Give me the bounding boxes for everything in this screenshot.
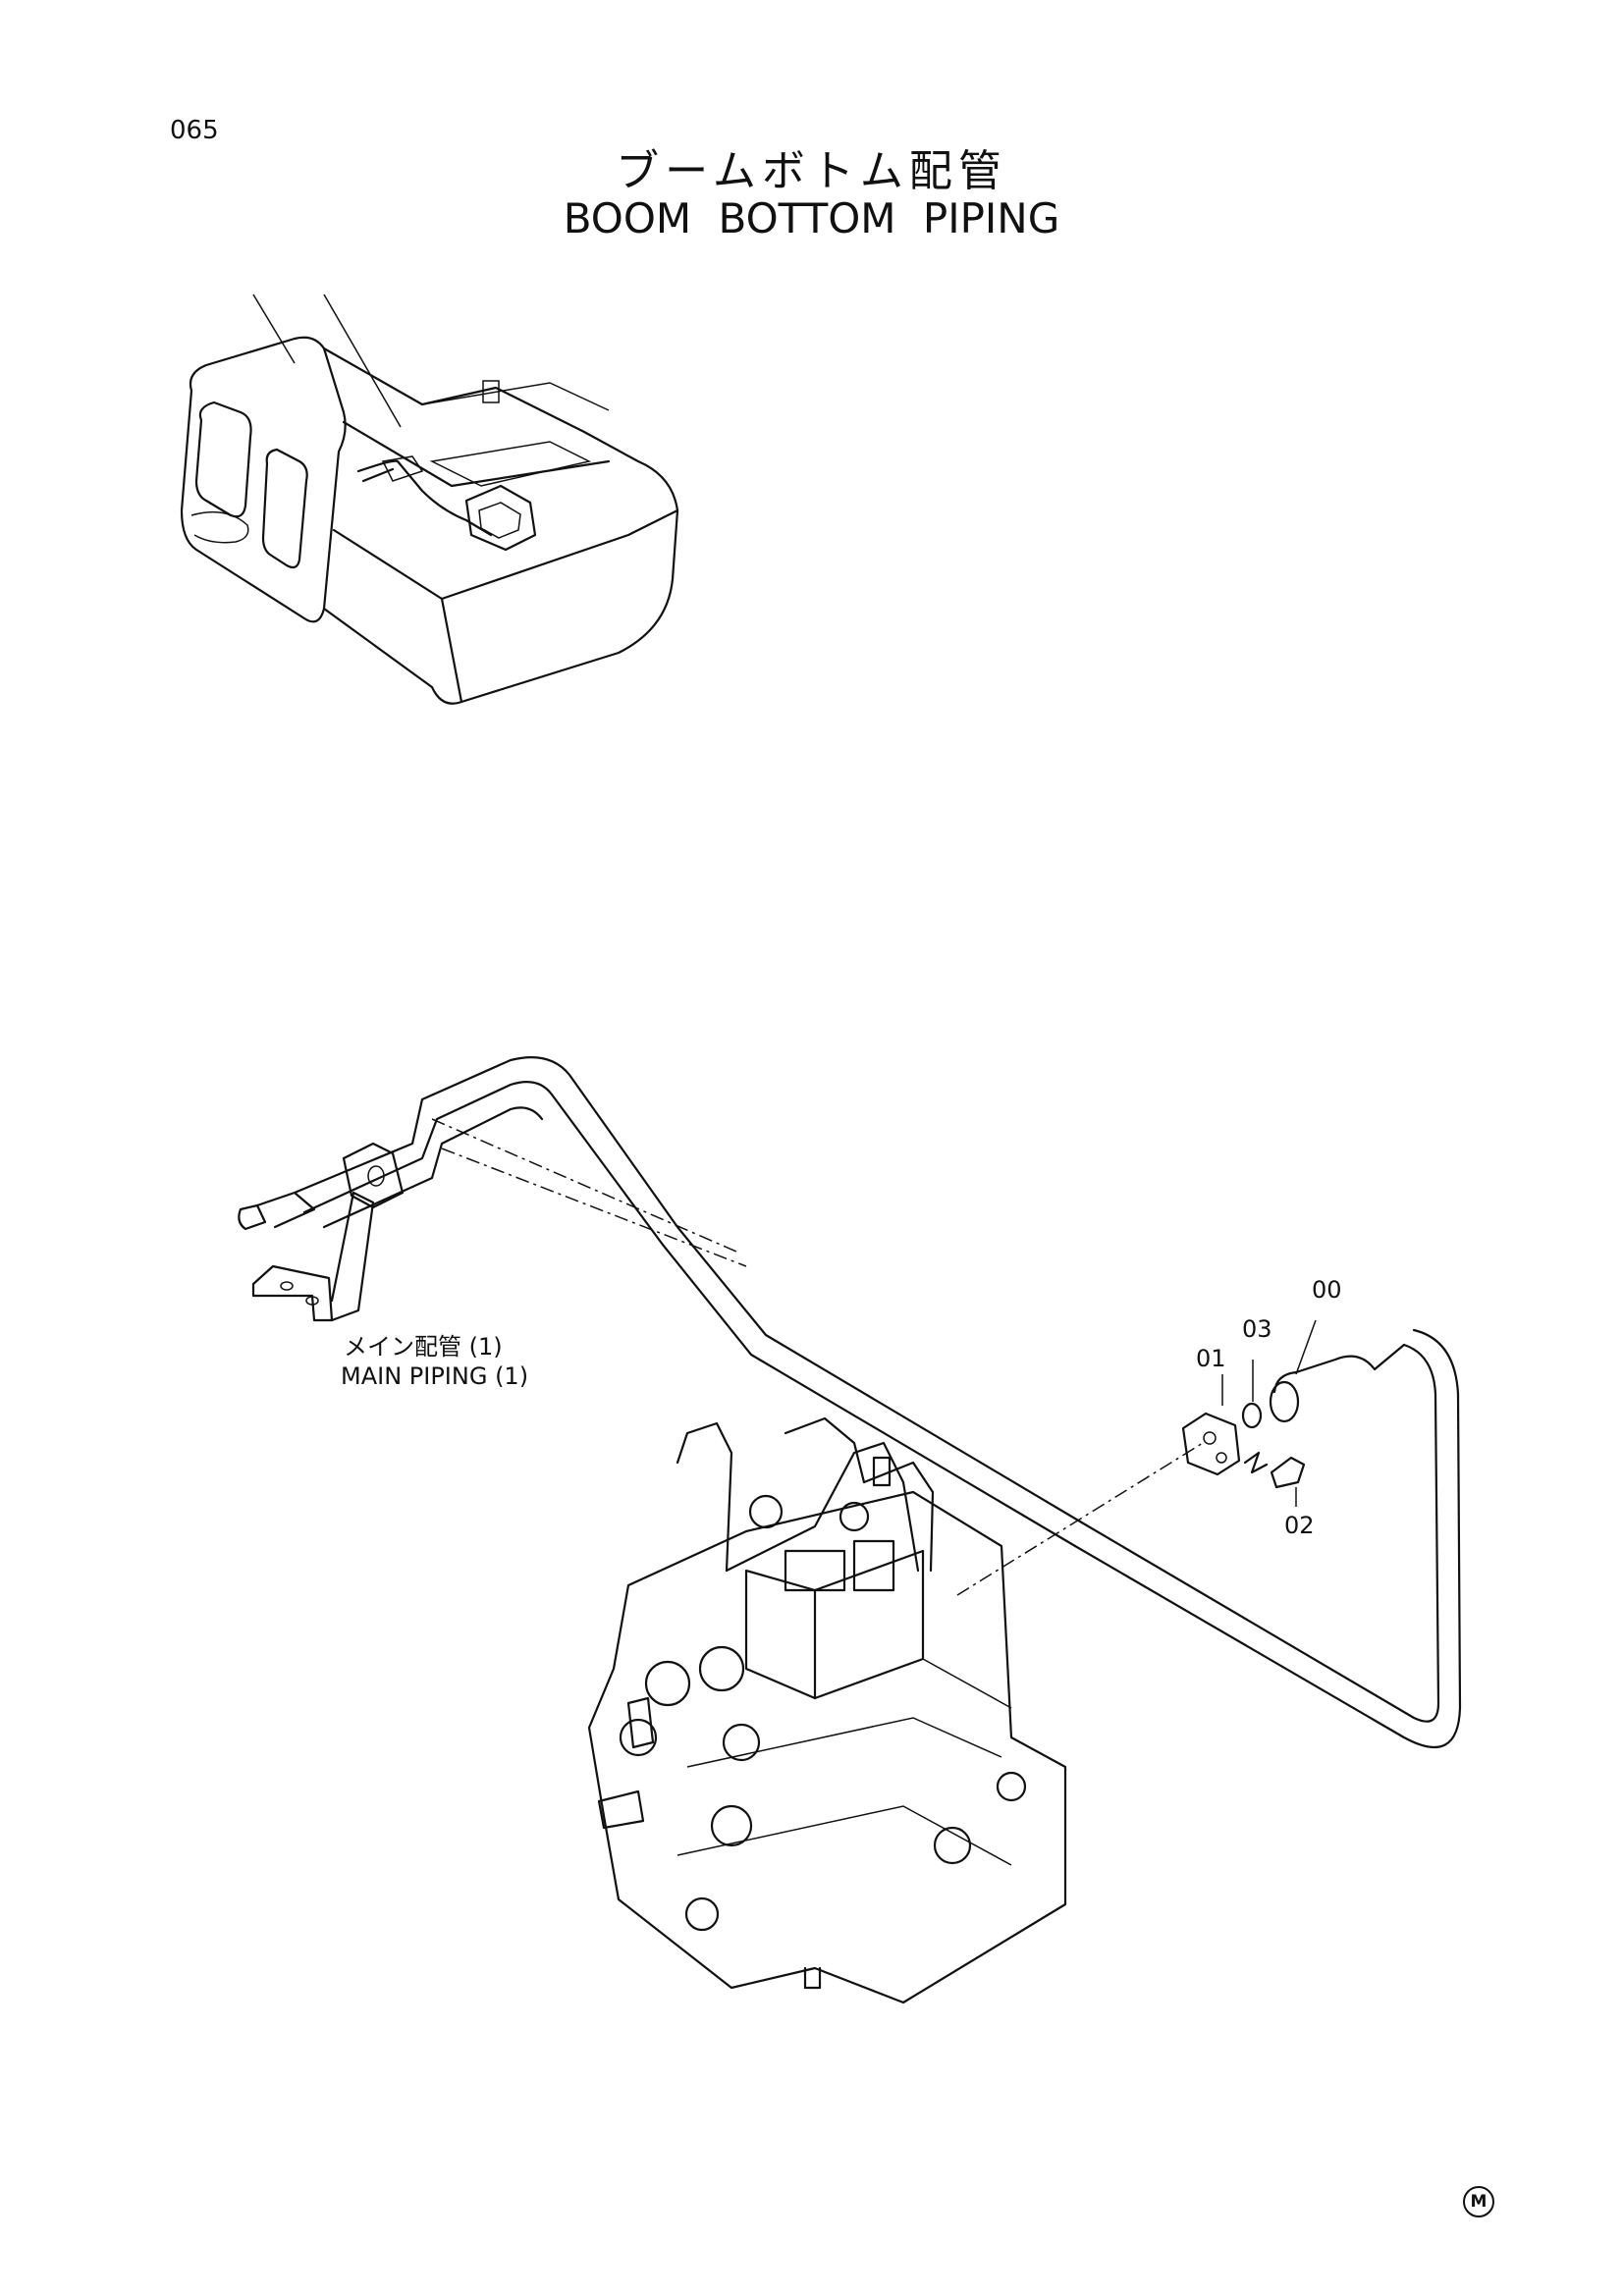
counterweight-top-edge	[440, 508, 679, 601]
cab-step	[190, 510, 249, 544]
locator-piping	[356, 459, 493, 537]
bracket-plate	[251, 1264, 334, 1322]
page-title-english: BOOM BOTTOM PIPING	[563, 194, 1060, 242]
valve-face-side	[813, 1549, 925, 1700]
main-pipe-upper	[293, 1056, 1082, 1523]
valve-fitting	[748, 1494, 784, 1529]
flange-hole	[1216, 1452, 1227, 1464]
valve-top-section	[725, 1441, 920, 1573]
valve-top-block	[784, 1416, 866, 1484]
valve-port	[933, 1826, 972, 1865]
bracket-bolt-hole	[305, 1296, 319, 1306]
pipe-clamp	[342, 1142, 405, 1209]
valve-port	[684, 1896, 720, 1932]
part-00-pipe-fitting	[1269, 1380, 1300, 1423]
valve-relief-plug	[872, 1456, 892, 1487]
valve-body-edge	[686, 1717, 1002, 1768]
corner-mark: M	[1463, 2186, 1494, 2217]
valve-body-edge	[922, 1658, 1012, 1709]
valve-port	[996, 1771, 1027, 1802]
locator-valve-detail	[478, 502, 521, 539]
cab-outline	[180, 336, 347, 623]
part-02-bolt-spring	[1243, 1451, 1269, 1474]
page-number: 065	[170, 116, 219, 145]
main-piping-label-japanese: メイン配管 (1)	[344, 1333, 503, 1361]
bracket-bolt-hole	[280, 1281, 294, 1291]
valve-fitting	[839, 1501, 870, 1532]
main-pipe-upper-inner	[302, 1081, 1077, 1548]
valve-section	[784, 1549, 846, 1592]
engine-cover-edge	[421, 382, 610, 411]
valve-side-fitting	[626, 1696, 655, 1749]
callout-leader	[1295, 1319, 1317, 1375]
bracket-arm	[330, 1191, 375, 1322]
mirror	[381, 455, 424, 482]
callout-00: 00	[1312, 1276, 1342, 1304]
cab-window-front	[194, 400, 252, 518]
valve-body-edge	[676, 1805, 1012, 1866]
page-title-japanese: ブームボトム配管	[616, 146, 1007, 196]
locator-control-valve	[464, 484, 537, 552]
flange-hole	[1203, 1431, 1217, 1445]
part-03-o-ring	[1241, 1402, 1263, 1429]
pipe-elbow	[255, 1191, 316, 1229]
exhaust-stack	[482, 380, 500, 403]
valve-port	[698, 1645, 745, 1692]
boom-outline-line	[323, 294, 402, 428]
pipe-end-fitting	[238, 1203, 267, 1231]
valve-port	[710, 1804, 753, 1847]
leader-line	[441, 1148, 747, 1267]
deck-side-edge	[332, 528, 463, 704]
cab-window-side	[261, 448, 308, 569]
excavator-locator-view	[180, 294, 679, 705]
callout-03: 03	[1242, 1315, 1272, 1343]
locator-piping-branch	[361, 467, 395, 483]
valve-spool-cap	[676, 1421, 733, 1573]
upper-structure-outline	[322, 347, 679, 705]
main-piping-assembly	[238, 1056, 1462, 1749]
main-pipe-lower	[322, 1106, 544, 1229]
valve-body-outline	[587, 1490, 1067, 2004]
leader-line	[431, 1118, 737, 1253]
valve-side-fitting	[597, 1789, 645, 1830]
main-piping-label-english: MAIN PIPING (1)	[341, 1362, 529, 1390]
part-01-split-flange	[1181, 1412, 1241, 1476]
callout-02: 02	[1284, 1512, 1315, 1539]
part-00-pipe	[1272, 1343, 1406, 1394]
leader-line	[956, 1442, 1204, 1596]
valve-bottom-plug	[803, 1966, 822, 1990]
valve-section	[852, 1539, 895, 1592]
hood-panel	[429, 441, 592, 487]
valve-port	[644, 1660, 691, 1707]
pipe-return-right-outer	[1073, 1328, 1462, 1749]
flange-parts	[956, 1319, 1406, 1596]
boom-outline-line	[252, 294, 296, 364]
valve-port	[722, 1723, 761, 1762]
control-valve	[587, 1416, 1067, 2004]
callout-01: 01	[1196, 1345, 1226, 1372]
part-02-bolt	[1270, 1456, 1306, 1489]
valve-port	[619, 1718, 658, 1757]
pipe-return-right	[1078, 1343, 1440, 1723]
